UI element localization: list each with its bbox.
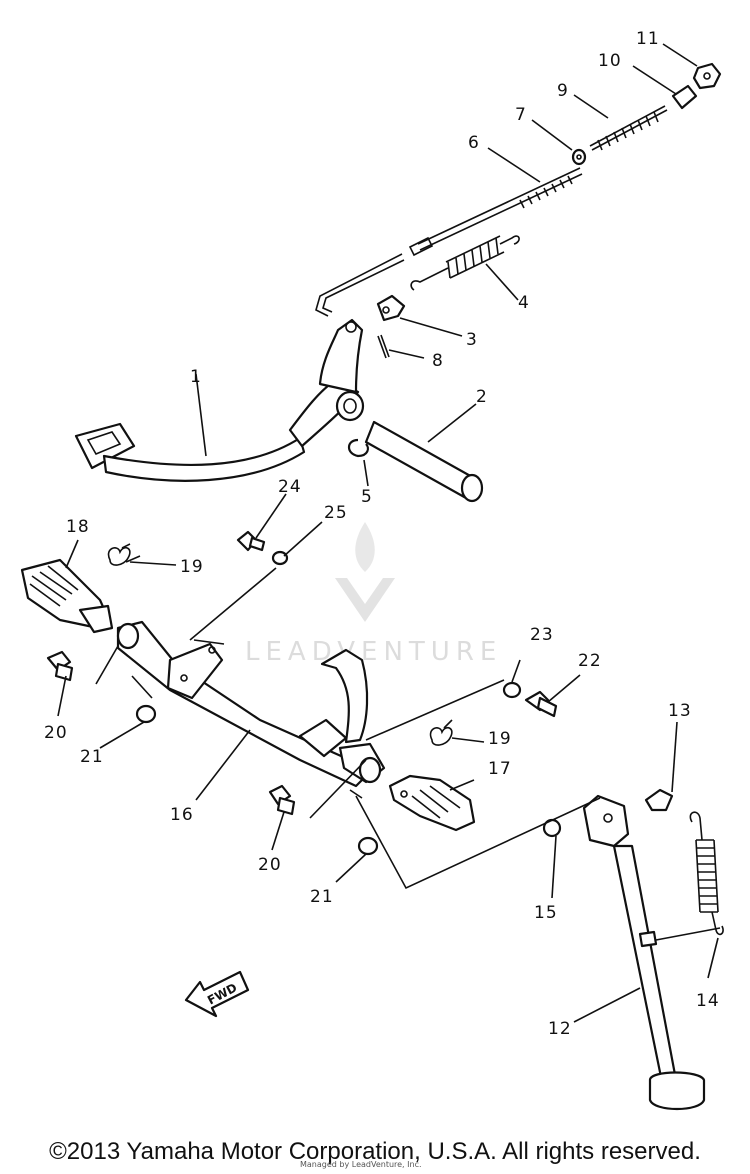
callout-18: 18	[66, 517, 90, 537]
callout-17: 17	[488, 759, 512, 779]
callout-5: 5	[361, 487, 373, 507]
callout-4: 4	[518, 293, 530, 313]
leader-lines	[57, 43, 721, 1023]
callout-12: 12	[548, 1019, 572, 1039]
part-21-nut-left	[135, 704, 157, 724]
part-22-bolt	[524, 690, 558, 718]
part-2-shaft	[364, 420, 484, 503]
part-16-footrest-bar	[116, 620, 386, 788]
part-7-washer	[571, 148, 587, 166]
callout-20-left: 20	[44, 723, 68, 743]
fwd-arrow: FWD	[184, 970, 250, 1018]
callout-19-upper: 19	[180, 557, 204, 577]
callout-23: 23	[530, 625, 554, 645]
callout-16: 16	[170, 805, 194, 825]
callout-2: 2	[476, 387, 488, 407]
part-10-collar	[671, 84, 698, 110]
callout-3: 3	[466, 330, 478, 350]
callout-14: 14	[696, 991, 720, 1011]
callout-10: 10	[598, 51, 622, 71]
part-14-spring	[638, 811, 724, 948]
part-23-washer	[502, 681, 522, 699]
part-1-brake-pedal	[74, 318, 365, 482]
callout-13: 13	[668, 701, 692, 721]
part-24-bolt	[236, 530, 266, 552]
callout-19-lower: 19	[488, 729, 512, 749]
callout-7: 7	[515, 105, 527, 125]
copyright-notice: ©2013 Yamaha Motor Corporation, U.S.A. A…	[49, 1138, 701, 1165]
callout-24: 24	[278, 477, 302, 497]
part-21-nut-lower	[357, 836, 379, 856]
leadventure-watermark: LEADVENTURE	[245, 522, 502, 667]
part-12-sidestand	[582, 794, 706, 1110]
part-8-cotter-pin	[377, 334, 390, 359]
callout-1: 1	[190, 367, 202, 387]
callout-11: 11	[636, 29, 660, 49]
callout-9: 9	[557, 81, 569, 101]
part-17-right-footrest	[388, 774, 476, 832]
part-3-joint	[376, 294, 406, 322]
credit-text: Managed by LeadVenture, Inc.	[300, 1160, 422, 1169]
callout-20-lower: 20	[258, 855, 282, 875]
part-13-bolt	[644, 788, 674, 812]
part-6-brake-rod	[315, 167, 583, 317]
part-25-washer	[271, 550, 289, 566]
part-5-circlip	[347, 438, 369, 458]
callout-6: 6	[468, 133, 480, 153]
callout-25: 25	[324, 503, 348, 523]
part-19-spring-lower	[429, 719, 453, 746]
callout-22: 22	[578, 651, 602, 671]
callout-8: 8	[432, 351, 444, 371]
part-18-left-footrest	[20, 558, 114, 634]
callout-labels: 11 10 9 7 6 4 3 8 1 2 5 24 25 18 19 23 2…	[44, 29, 720, 1039]
part-9-spring	[589, 105, 668, 151]
part-4-return-spring	[410, 235, 520, 291]
part-20-bolt-lower	[268, 784, 296, 816]
part-19-spring-upper	[107, 543, 141, 566]
part-11-cap-nut	[692, 62, 722, 90]
callout-21-left: 21	[80, 747, 104, 767]
callout-15: 15	[534, 903, 558, 923]
callout-21-lower: 21	[310, 887, 334, 907]
watermark-text: LEADVENTURE	[245, 637, 502, 667]
part-20-bolt-left	[46, 650, 74, 682]
